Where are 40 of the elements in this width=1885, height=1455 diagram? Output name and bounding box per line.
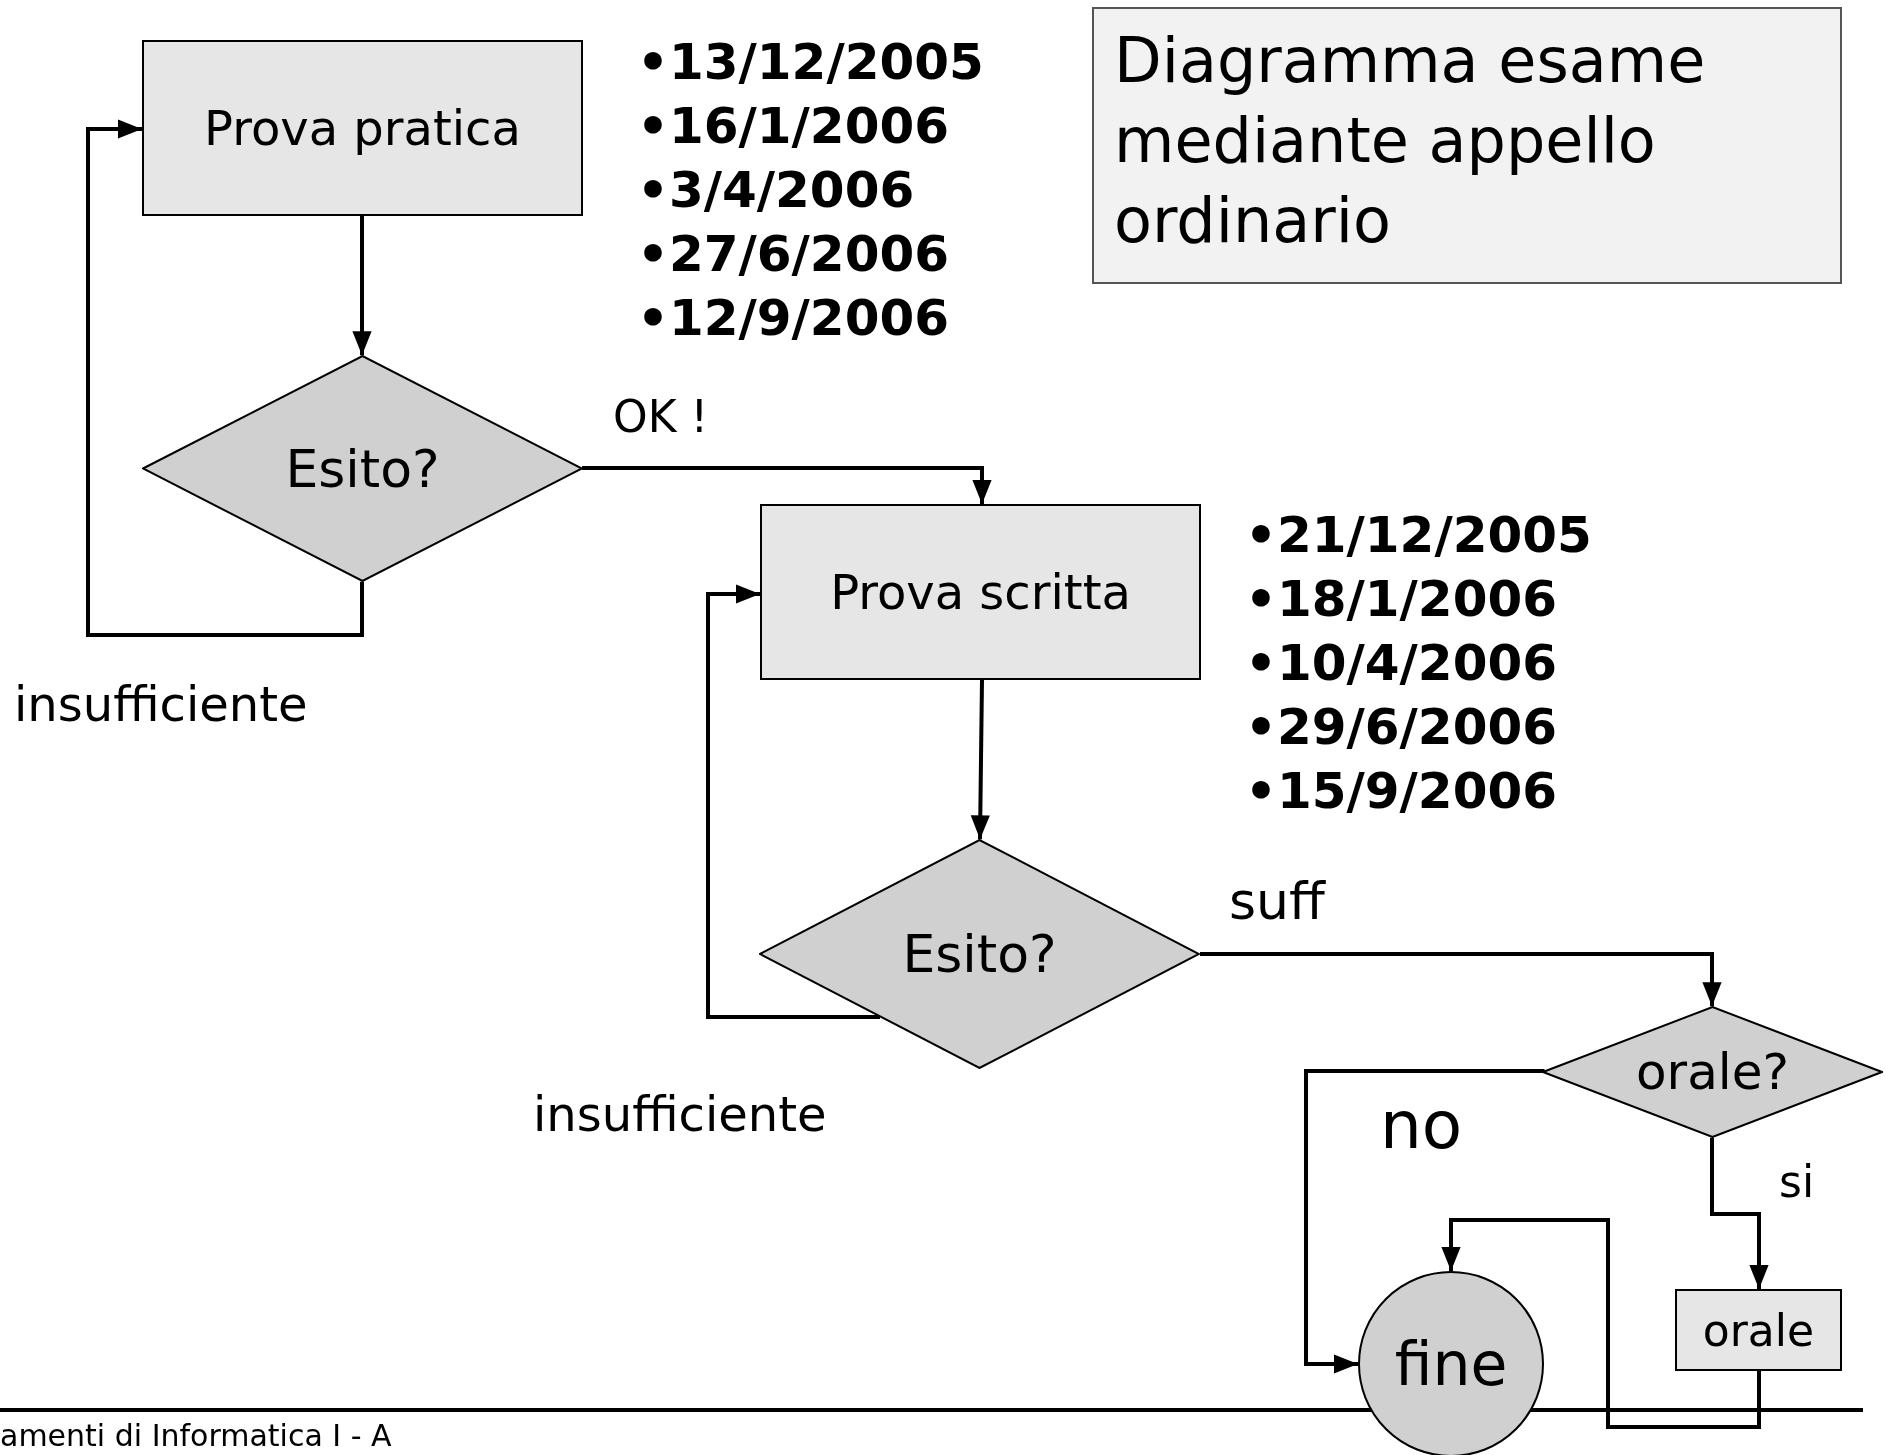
node-text: Prova scritta bbox=[830, 564, 1131, 620]
arrow bbox=[86, 119, 364, 637]
date-item: •16/1/2006 bbox=[637, 96, 949, 157]
process-box bbox=[1675, 1289, 1842, 1371]
date-item: •27/6/2006 bbox=[637, 224, 949, 285]
date-item: •18/1/2006 bbox=[1245, 569, 1557, 630]
node-text: Prova pratica bbox=[204, 100, 521, 156]
node-text: Esito? bbox=[285, 438, 440, 499]
arrow bbox=[1710, 1137, 1769, 1289]
decision-diamond bbox=[759, 839, 1200, 1069]
date-item: •21/12/2005 bbox=[1245, 505, 1592, 566]
edge-label: OK ! bbox=[613, 393, 709, 442]
arrow bbox=[1200, 952, 1722, 1007]
edge-label: insufficiente bbox=[14, 678, 308, 731]
edge-label: si bbox=[1779, 1158, 1815, 1207]
date-item: •3/4/2006 bbox=[637, 160, 915, 221]
arrow bbox=[1441, 1218, 1761, 1429]
edge-label: suff bbox=[1229, 873, 1325, 931]
node-text: fine bbox=[1394, 1329, 1508, 1399]
footer-text: amenti di Informatica I - A bbox=[0, 1418, 392, 1453]
node-text: orale bbox=[1702, 1304, 1815, 1356]
date-item: •29/6/2006 bbox=[1245, 697, 1557, 758]
process-box bbox=[142, 40, 583, 216]
arrow bbox=[1304, 1069, 1545, 1374]
decision-diamond bbox=[142, 355, 583, 582]
date-item: •10/4/2006 bbox=[1245, 633, 1557, 694]
arrow bbox=[352, 216, 372, 356]
arrow bbox=[970, 679, 990, 840]
process-box bbox=[760, 504, 1201, 680]
node-text: Esito? bbox=[902, 924, 1057, 984]
edge-label: no bbox=[1380, 1090, 1463, 1163]
date-item: •12/9/2006 bbox=[637, 288, 949, 349]
arrow bbox=[706, 584, 880, 1019]
node-text: orale? bbox=[1636, 1043, 1789, 1101]
decision-diamond bbox=[1542, 1006, 1883, 1138]
edge-label: insufficiente bbox=[533, 1088, 827, 1141]
title: Diagramma esame mediante appello ordinario bbox=[1092, 7, 1842, 284]
date-item: •13/12/2005 bbox=[637, 32, 984, 93]
date-item: •15/9/2006 bbox=[1245, 761, 1557, 822]
arrow bbox=[582, 466, 992, 504]
